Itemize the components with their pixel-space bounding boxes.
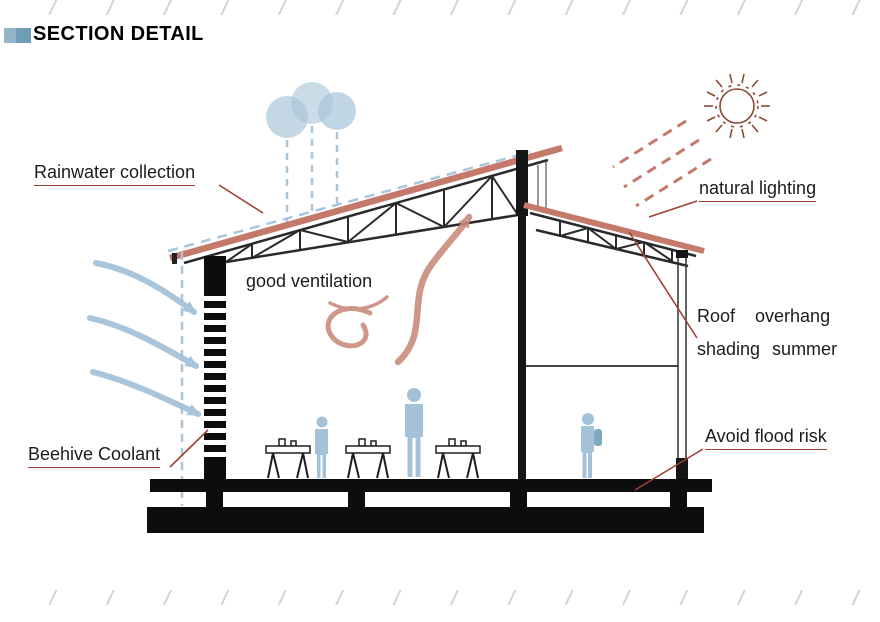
leader-rainwater	[218, 184, 264, 214]
label-avoid-flood-risk: Avoid flood risk	[705, 426, 827, 450]
cloud-icon	[266, 82, 356, 138]
roof-rain-dash	[167, 150, 531, 253]
sunray-dashes	[612, 119, 712, 208]
label-beehive-coolant: Beehive Coolant	[28, 444, 161, 468]
label-rainwater-collection: Rainwater collection	[34, 162, 196, 186]
beehive-vent-wall	[180, 252, 226, 506]
left-truss	[183, 158, 549, 265]
rain-dash-lines	[285, 126, 339, 224]
label-natural-lighting: natural lighting	[699, 178, 817, 202]
leader-flood	[634, 448, 704, 491]
table-figure	[265, 438, 311, 479]
right-truss	[529, 211, 697, 268]
wind-arrow-icon	[87, 260, 202, 417]
person-figure	[315, 416, 328, 478]
person-figure	[581, 413, 602, 478]
left-roof	[169, 144, 563, 264]
backpack	[594, 429, 602, 446]
right-roof	[523, 202, 705, 254]
interior-wall	[518, 216, 678, 480]
floor-slab	[150, 479, 712, 492]
right-wall	[676, 250, 688, 488]
clerestory	[516, 150, 547, 216]
person-figure	[405, 388, 423, 477]
ventilation-arrow-icon	[325, 213, 473, 366]
label-roof-overhang: Roof overhang shading summer	[697, 300, 859, 366]
leader-beehive	[169, 429, 209, 468]
title-accent-square	[4, 28, 31, 43]
footings	[206, 492, 687, 507]
sun-icon	[704, 73, 770, 139]
label-good-ventilation: good ventilation	[246, 271, 373, 291]
page-title: SECTION DETAIL	[33, 23, 204, 45]
foundation	[147, 507, 704, 533]
label-roof-overhang-line2: shading summer	[697, 339, 838, 359]
table-figure	[435, 438, 481, 479]
leader-roof-overhang	[628, 231, 698, 339]
label-roof-overhang-line1: Roof overhang	[697, 306, 831, 326]
leader-natural-lighting	[648, 200, 698, 218]
table-figure	[345, 438, 391, 479]
